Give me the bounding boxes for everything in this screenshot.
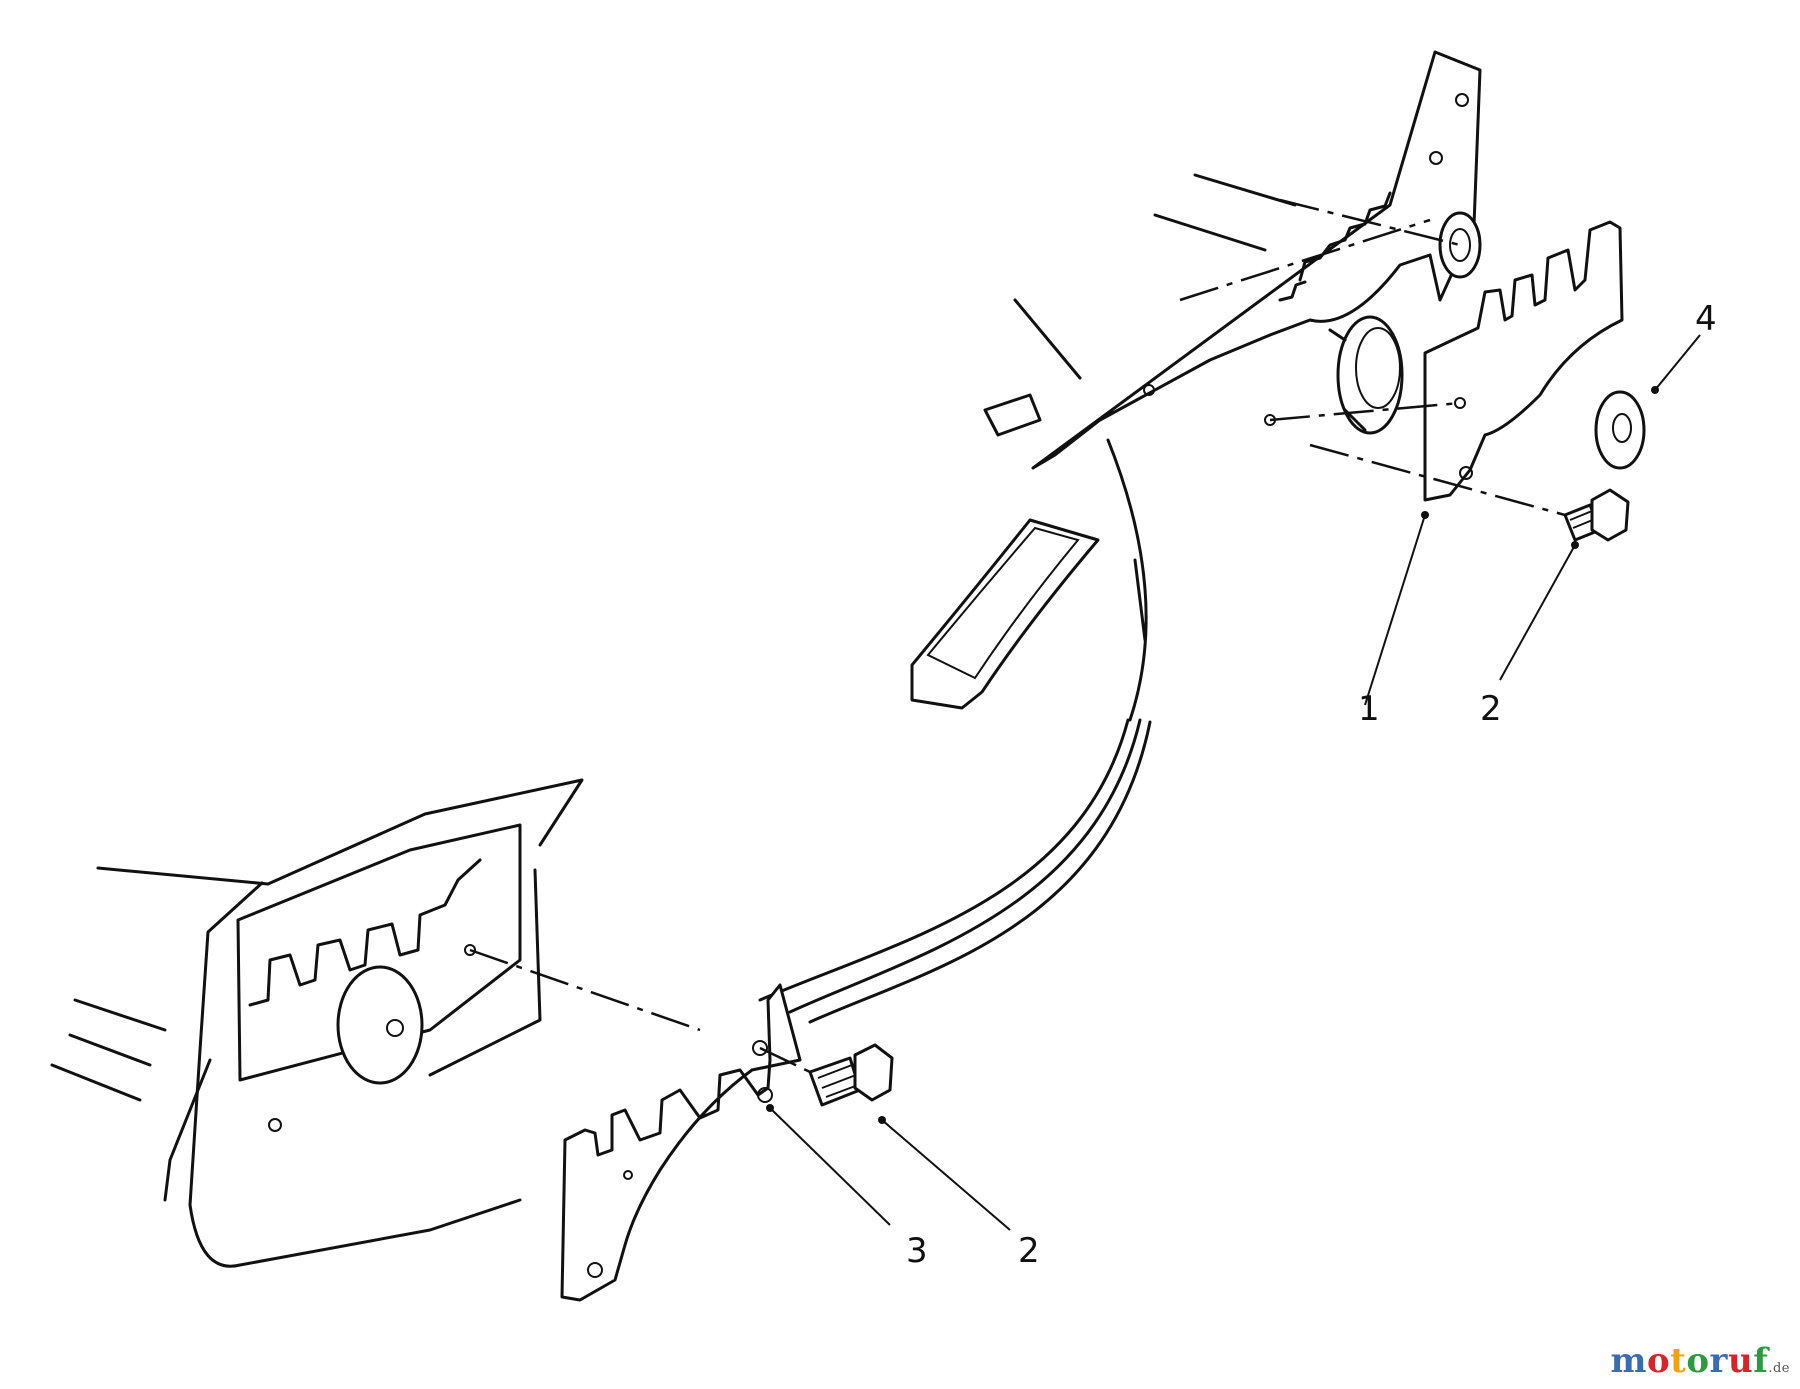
watermark-letter: u: [1727, 1341, 1754, 1381]
part-4-washer: [1594, 390, 1646, 470]
upper-bushing: [1328, 315, 1404, 435]
leader-lines: [766, 334, 1701, 1231]
handle-stub: [983, 393, 1042, 437]
callout-1: 1: [1358, 689, 1380, 729]
upper-height-bracket: [1031, 50, 1482, 470]
watermark-letter: o: [1646, 1341, 1671, 1381]
assembly-lines: [469, 401, 1566, 1074]
part-2-hex-bolt-upper: [1563, 488, 1630, 542]
part-2-hex-bolt-lower: [808, 1043, 894, 1107]
watermark-logo: motoruf.de: [1610, 1341, 1790, 1381]
lower-height-bracket: [236, 823, 522, 1132]
callout-2-lower: 2: [1018, 1231, 1040, 1271]
watermark-letter: r: [1709, 1341, 1728, 1381]
callout-3: 3: [906, 1231, 928, 1271]
callout-4: 4: [1695, 299, 1717, 339]
watermark-text: motoruf: [1610, 1341, 1768, 1381]
part-3-height-plate-lower: [560, 983, 802, 1302]
watermark-suffix: .de: [1768, 1361, 1790, 1376]
part-1-height-plate-upper: [1423, 220, 1624, 502]
watermark-letter: f: [1753, 1341, 1769, 1381]
watermark-letter: o: [1686, 1341, 1710, 1381]
deflector-pad: [910, 518, 1100, 710]
watermark-letter: m: [1610, 1341, 1647, 1381]
callout-2-upper: 2: [1480, 689, 1502, 729]
mower-deck-outline: [50, 173, 1297, 1268]
watermark-letter: t: [1670, 1341, 1687, 1381]
